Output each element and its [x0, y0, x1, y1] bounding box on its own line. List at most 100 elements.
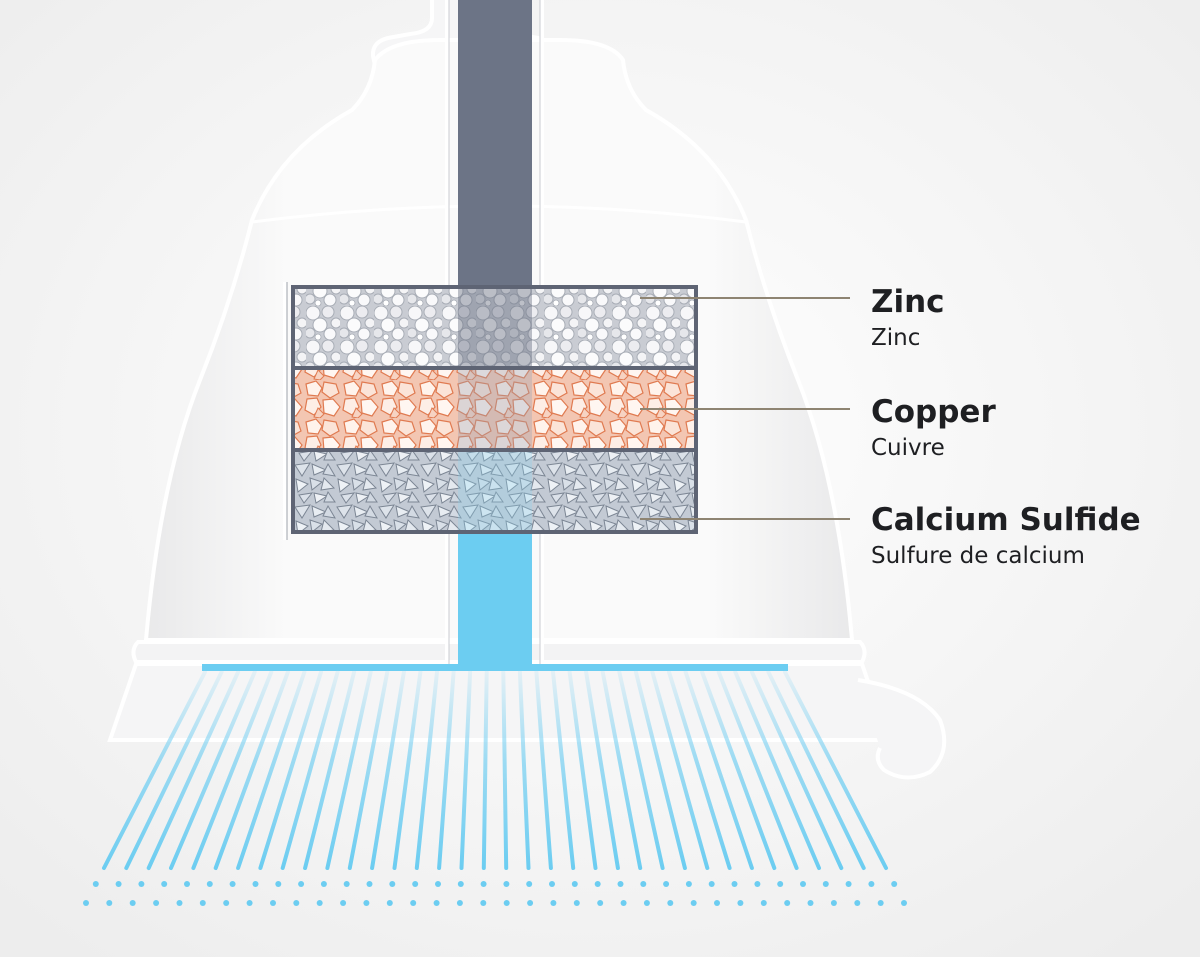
spray-jet — [437, 670, 456, 870]
spray-droplet — [480, 881, 487, 887]
spray-jet — [169, 670, 257, 870]
label-calcium-sulfide: Calcium Sulfide Sulfure de calcium — [871, 502, 1141, 570]
spray-droplet — [549, 881, 555, 887]
spray-jet — [280, 670, 340, 870]
unfiltered-water-core — [458, 0, 532, 290]
filtered-water-core — [458, 530, 532, 670]
spray-jet — [459, 670, 473, 870]
spray-jet — [392, 670, 423, 870]
spray-jet — [567, 670, 598, 870]
spray-droplet — [386, 900, 393, 906]
spray-jet — [236, 670, 307, 870]
spray-droplet — [229, 881, 236, 887]
label-zinc: Zinc Zinc — [871, 284, 945, 352]
spray-droplet — [503, 881, 510, 887]
spray-droplet — [298, 881, 305, 887]
layer-translation-zinc: Zinc — [871, 325, 921, 351]
water-spray — [83, 670, 907, 906]
spray-jet — [191, 670, 274, 870]
spray-droplet — [435, 881, 441, 887]
spray-droplet — [822, 881, 829, 887]
spray-droplet — [270, 900, 276, 906]
spray-droplet — [340, 900, 347, 906]
spray-droplet — [854, 900, 861, 906]
spray-droplet — [754, 881, 761, 887]
spray-jet — [600, 670, 643, 870]
spray-jet — [102, 670, 207, 870]
spray-jet — [517, 670, 531, 870]
spray-droplet — [92, 881, 99, 887]
spray-droplet — [643, 900, 650, 906]
copper-layer — [291, 366, 698, 452]
spray-droplet — [410, 900, 417, 906]
spray-droplet — [246, 900, 253, 906]
spray-droplet — [690, 900, 697, 906]
spray-droplet — [184, 881, 190, 887]
spray-droplet — [129, 900, 136, 906]
spray-jet — [414, 670, 439, 870]
spray-jet — [650, 670, 710, 870]
spray-droplet — [526, 881, 533, 887]
spray-droplet — [199, 900, 206, 906]
spray-droplet — [83, 900, 89, 906]
spray-droplet — [106, 900, 113, 906]
spray-droplet — [316, 900, 323, 906]
spray-droplet — [845, 881, 852, 887]
spray-jet — [700, 670, 777, 870]
spray-droplet — [891, 881, 898, 887]
side-knob — [857, 678, 947, 780]
spray-droplet — [527, 900, 534, 906]
spray-droplet — [138, 881, 145, 887]
spray-droplet — [714, 900, 720, 906]
spray-droplet — [550, 900, 557, 906]
spray-droplet — [573, 900, 580, 906]
spray-droplet — [223, 900, 230, 906]
spray-droplet — [389, 881, 396, 887]
spray-jet — [325, 670, 373, 870]
spray-droplet — [667, 900, 674, 906]
layer-name-copper: Copper — [871, 394, 996, 430]
layer-translation-calcium-sulfide: Sulfure de calcium — [871, 543, 1085, 569]
spray-jet — [667, 670, 732, 870]
label-copper: Copper Cuivre — [871, 394, 996, 462]
layer-translation-copper: Cuivre — [871, 435, 945, 461]
spray-jet — [733, 670, 821, 870]
spray-droplet — [597, 900, 604, 906]
spray-droplet — [252, 881, 259, 887]
spray-droplet — [685, 881, 692, 887]
spray-droplet — [777, 881, 784, 887]
spray-jet — [534, 670, 553, 870]
zinc-layer — [291, 285, 698, 370]
spray-droplet — [760, 900, 767, 906]
spray-droplet — [901, 900, 907, 906]
spray-droplet — [830, 900, 837, 906]
filter-cartridge — [283, 282, 698, 540]
spray-jet — [783, 670, 888, 870]
spray-droplet — [115, 881, 122, 887]
calcium-sulfide-layer — [291, 448, 698, 534]
spray-jet — [213, 670, 290, 870]
spray-jet — [501, 670, 509, 870]
spray-droplet — [206, 881, 213, 887]
layer-name-zinc: Zinc — [871, 284, 945, 320]
spray-droplet — [343, 881, 350, 887]
spray-droplet — [176, 900, 183, 906]
spray-droplet — [800, 881, 806, 887]
spray-droplet — [807, 900, 814, 906]
spray-jet — [303, 670, 357, 870]
spray-droplet — [433, 900, 440, 906]
spray-droplet — [366, 881, 373, 887]
leader-lines — [640, 297, 850, 520]
spray-jet — [617, 670, 665, 870]
spray-jet — [551, 670, 576, 870]
spray-droplet — [868, 881, 875, 887]
spray-droplet — [275, 881, 282, 887]
layer-name-calcium-sulfide: Calcium Sulfide — [871, 502, 1141, 538]
spray-jet — [766, 670, 866, 870]
spray-droplet — [663, 881, 670, 887]
spray-droplet — [456, 900, 463, 906]
spray-droplet — [620, 900, 627, 906]
spray-droplet — [731, 881, 738, 887]
